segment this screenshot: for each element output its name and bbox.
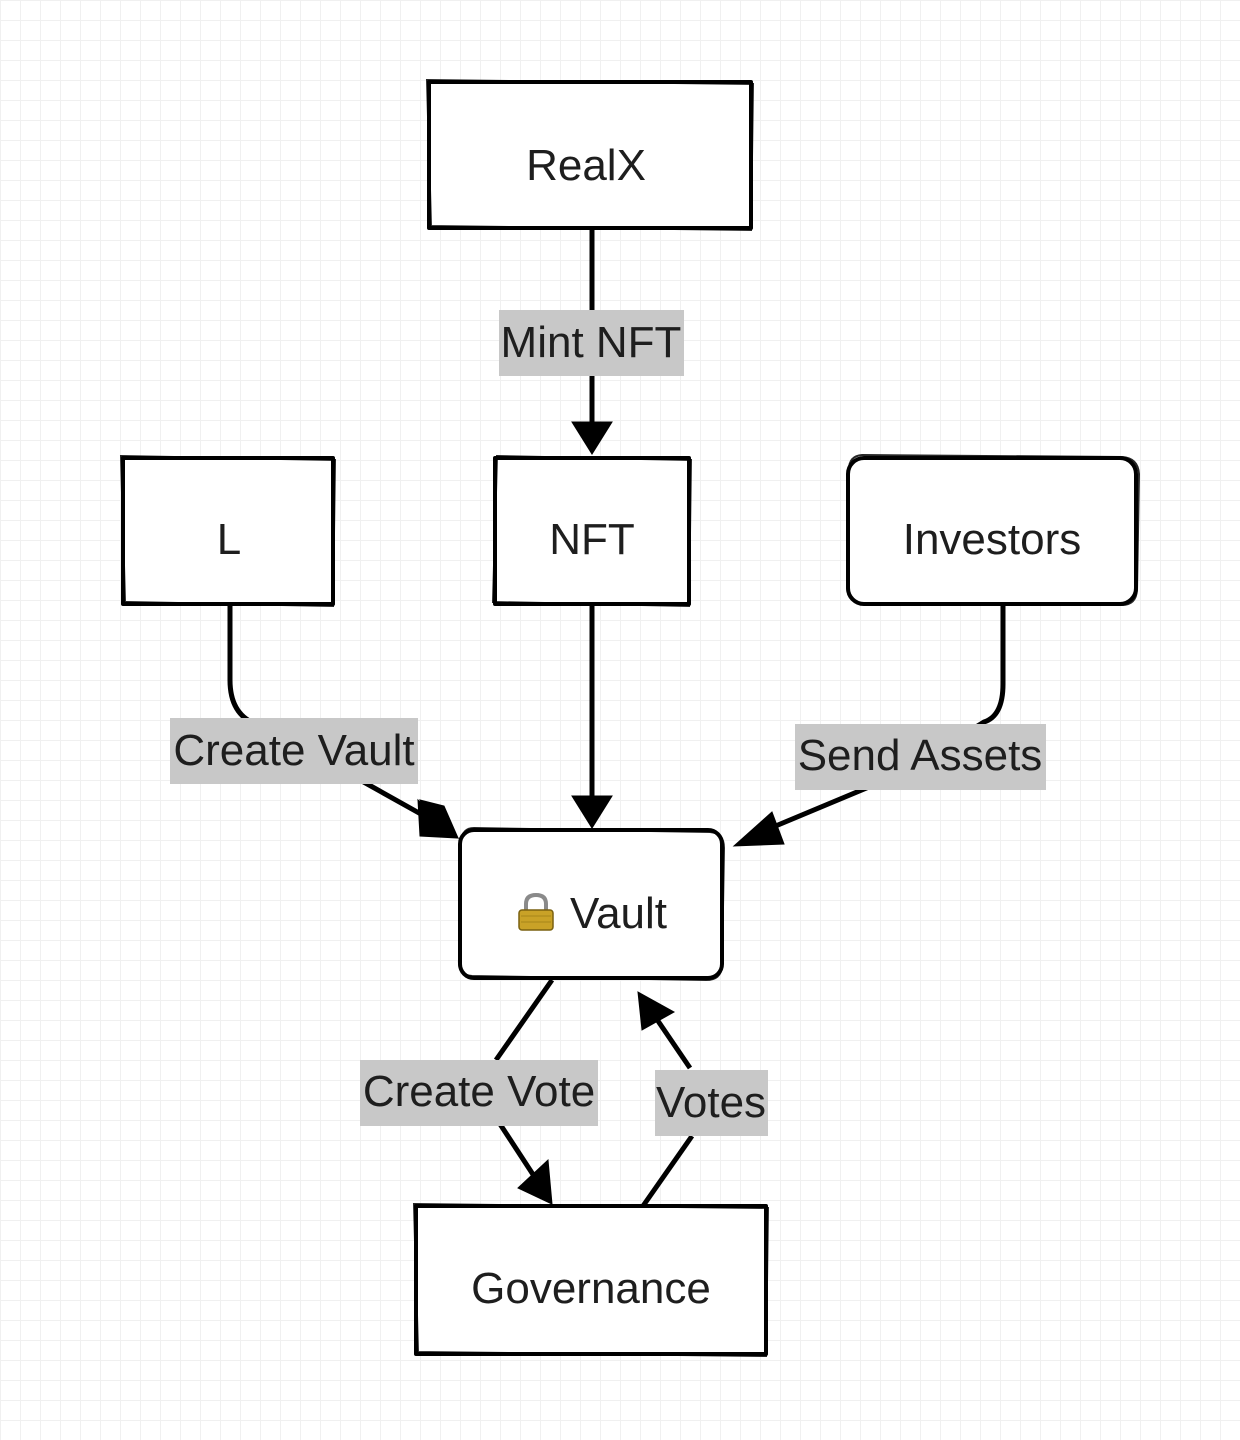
arrowhead-vault-right [732, 811, 785, 847]
edge-label-send-assets[interactable]: Send Assets [795, 724, 1046, 790]
node-realx-label: RealX [526, 141, 646, 190]
edge-label-votes-text: Votes [656, 1078, 766, 1127]
node-nft-sketch [491, 454, 693, 608]
edge-label-create-vault-text: Create Vault [173, 726, 414, 775]
node-investors-sketch [845, 453, 1141, 607]
node-nft-box [493, 456, 691, 606]
edge-label-send-assets-text: Send Assets [798, 731, 1043, 780]
edge-label-send-assets-bg [795, 724, 1046, 790]
edge-label-create-vote-bg [360, 1060, 598, 1126]
arrowhead-nft [571, 421, 613, 455]
edge-label-create-vault-bg [170, 718, 418, 784]
arrowhead-vault-bottom [637, 991, 676, 1031]
node-investors[interactable]: Investors [845, 453, 1141, 607]
edge-label-create-vote[interactable]: Create Vote [360, 1060, 598, 1126]
node-nft-label: NFT [549, 515, 635, 564]
node-lender-sketch [119, 454, 337, 608]
node-vault-sketch [457, 826, 726, 982]
edge-send-assets [732, 604, 1006, 847]
edge-label-mint-nft-text: Mint NFT [501, 318, 682, 367]
lock-icon [518, 892, 554, 931]
node-investors-label: Investors [903, 515, 1082, 564]
node-realx-sketch [425, 78, 755, 232]
edge-label-create-vault[interactable]: Create Vault [170, 718, 418, 784]
edge-send-assets-line [765, 604, 1006, 833]
node-realx[interactable]: RealX [425, 78, 755, 232]
edge-create-vote-line-lower [497, 1122, 537, 1178]
arrowhead-vault-left-fill [417, 798, 460, 839]
edge-label-votes-bg [655, 1070, 768, 1136]
edge-create-vault-line [227, 604, 430, 821]
node-governance[interactable]: Governance [412, 1202, 770, 1358]
edge-votes-line-upper [653, 1016, 693, 1070]
edge-label-mint-nft[interactable]: Mint NFT [499, 310, 684, 376]
node-vault-label: Vault [570, 889, 667, 938]
edge-label-votes[interactable]: Votes [655, 1070, 768, 1136]
edge-create-vote [493, 978, 555, 1205]
node-nft[interactable]: NFT [491, 454, 693, 608]
node-lender-label: L [217, 515, 241, 564]
node-governance-sketch [412, 1202, 770, 1358]
node-vault[interactable]: Vault [457, 826, 726, 982]
edge-nft-to-vault [571, 604, 613, 829]
edge-label-create-vote-text: Create Vote [363, 1067, 595, 1116]
edge-label-mint-nft-bg [499, 310, 684, 376]
node-governance-box [414, 1204, 768, 1356]
node-governance-label: Governance [471, 1264, 711, 1313]
arrowhead-vault-top [571, 795, 613, 829]
edge-create-vote-line-upper [493, 978, 555, 1062]
edge-votes-line-lower [633, 1134, 695, 1218]
arrowhead-governance [517, 1158, 553, 1205]
edge-votes [633, 991, 695, 1218]
node-lender[interactable]: L [119, 454, 337, 608]
